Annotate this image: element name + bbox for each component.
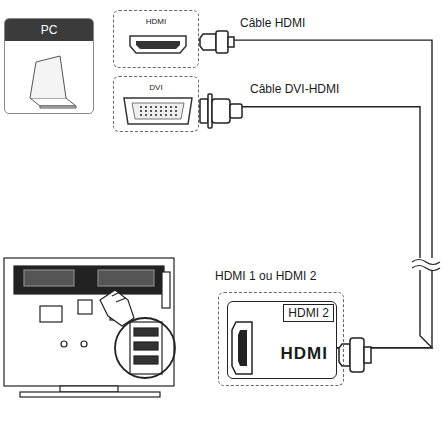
cable-label: Câble DVI-HDMI <box>248 82 341 96</box>
dvi-port-icon <box>124 98 192 124</box>
pc-box: PC <box>4 18 94 114</box>
laptop-icon <box>30 56 76 108</box>
hdmi-logo: HDMI <box>281 344 328 364</box>
break-mark <box>412 258 440 271</box>
port-label: DVI <box>114 83 198 92</box>
port-callout: HDMI 1 ou HDMI 2 <box>215 269 316 283</box>
tv-rear-illustration <box>4 258 175 397</box>
tv-hdmi-panel: HDMI 2 HDMI <box>227 301 337 379</box>
tv-hdmi-port <box>232 322 252 374</box>
port-label: HDMI <box>114 17 198 26</box>
device-name: PC <box>5 19 93 41</box>
dvi-plug <box>200 94 242 128</box>
tv-port-region: HDMI 1 ou HDMI 2HDMI 2HDMI <box>218 292 344 386</box>
cable-label: Câble HDMI <box>238 16 307 30</box>
pc-dvi-port-box: DVI <box>113 76 199 132</box>
cable-line <box>199 107 432 348</box>
hdmi-port-icon <box>130 36 186 53</box>
port-tab-label: HDMI 2 <box>283 304 334 322</box>
pc-hdmi-port-box: HDMI <box>113 10 199 68</box>
hdmi-plug <box>200 31 234 53</box>
